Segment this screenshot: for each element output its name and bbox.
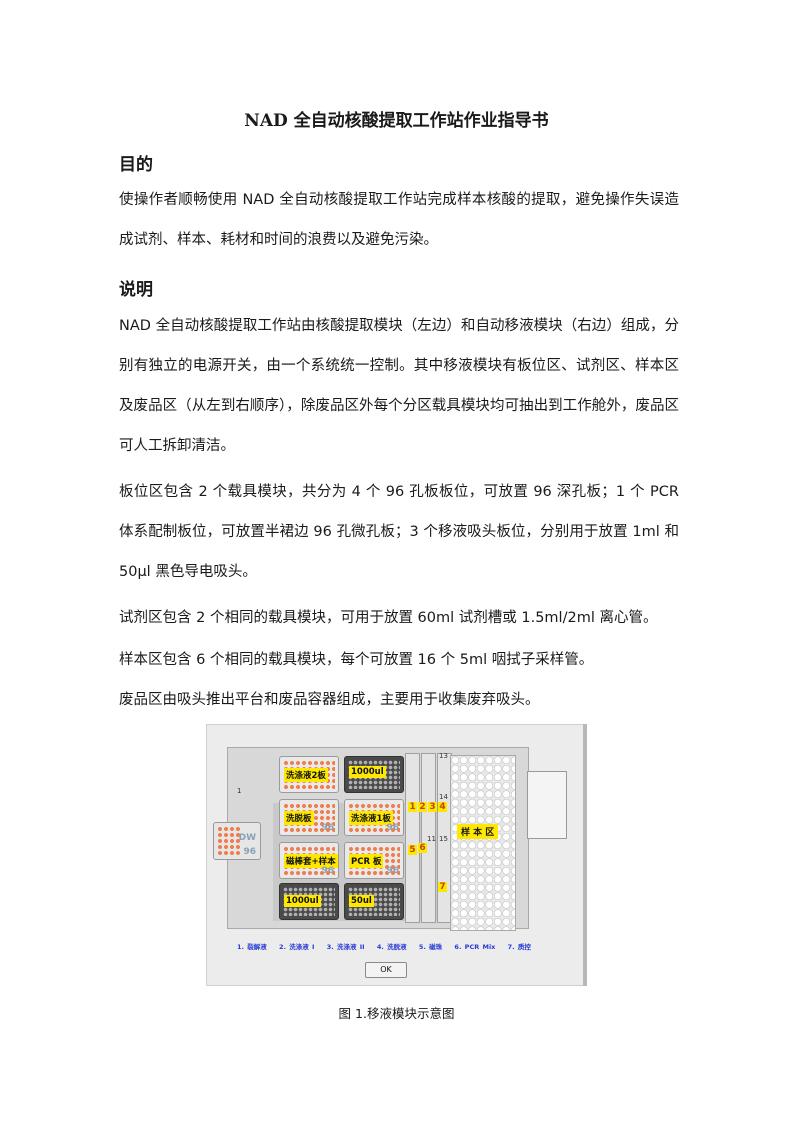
plate-tips-50: 50ul [344, 883, 404, 920]
pipetting-module-diagram: 1 DW 96 洗涤液2板 1000ul 洗脱板 96 洗涤液1板 96 磁棒套… [206, 724, 587, 986]
legend-item: 5. 磁珠 [418, 943, 443, 951]
side-dw-plate: DW 96 [213, 822, 261, 860]
plate-label: 1000ul [349, 766, 386, 778]
plate-label: PCR 板 [349, 854, 384, 868]
description-paragraph-5: 废品区由吸头推出平台和废品容器组成，主要用于收集废弃吸头。 [119, 692, 540, 708]
sample-area [450, 755, 516, 931]
reagent-number: 5 [408, 845, 417, 855]
side-plate-label: DW [238, 833, 256, 843]
slot-number: 13 [439, 752, 448, 760]
reagent-number: 4 [438, 802, 447, 812]
plate-elution: 洗脱板 96 [279, 799, 339, 836]
deck-number: 1 [237, 787, 242, 795]
slot-number: 15 [439, 835, 448, 843]
waste-area [527, 771, 567, 839]
plate-magrod-sample: 磁棒套+样本 96 [279, 842, 339, 879]
section-heading-purpose: 目的 [119, 155, 153, 175]
plate-label: 洗脱板 [284, 811, 314, 825]
reagent-number: 3 [428, 802, 437, 812]
plate-number: 96 [321, 866, 334, 876]
purpose-paragraph: 使操作者顺畅使用 NAD 全自动核酸提取工作站完成样本核酸的提取，避免操作失误造… [119, 192, 679, 248]
plate-number: 96 [321, 823, 334, 833]
document-title: NAD 全自动核酸提取工作站作业指导书 [244, 111, 549, 131]
side-plate-wells [217, 826, 242, 856]
slot-number: 14 [439, 793, 448, 801]
description-paragraph-1: NAD 全自动核酸提取工作站由核酸提取模块（左边）和自动移液模块（右边）组成，分… [119, 318, 679, 454]
reagent-number: 7 [438, 882, 447, 892]
description-paragraph-4: 样本区包含 6 个相同的载具模块，每个可放置 16 个 5ml 咽拭子采样管。 [119, 652, 594, 668]
plate-label: 1000ul [284, 895, 321, 907]
description-paragraph-3: 试剂区包含 2 个相同的载具模块，可用于放置 60ml 试剂槽或 1.5ml/2… [119, 610, 658, 626]
plate-label: 洗涤液1板 [349, 811, 393, 825]
plate-label: 50ul [349, 895, 374, 907]
plate-label: 磁棒套+样本 [284, 854, 338, 868]
plate-number: 96 [386, 866, 399, 876]
plate-tips-1000-b: 1000ul [279, 883, 339, 920]
plate-label: 洗涤液2板 [284, 768, 328, 782]
plate-wash1: 洗涤液1板 96 [344, 799, 404, 836]
legend-item: 2. 洗涤液 I [279, 943, 315, 951]
figure-frame-edge [583, 724, 587, 986]
legend-item: 7. 质控 [507, 943, 531, 951]
sample-area-label: 样 本 区 [457, 824, 499, 839]
ok-button[interactable]: OK [365, 962, 407, 978]
plate-number: 96 [386, 823, 399, 833]
legend-item: 1. 裂解液 [237, 943, 267, 951]
legend-item: 3. 洗涤液 II [326, 943, 365, 951]
legend-item: 6. PCR Mix [454, 943, 496, 951]
legend-item: 4. 洗脱液 [376, 943, 407, 951]
reagent-column-2 [421, 753, 436, 923]
side-plate-number: 96 [243, 847, 256, 857]
reagent-number: 6 [418, 843, 427, 853]
plate-tips-1000-a: 1000ul [344, 756, 404, 793]
reagent-legend: 1. 裂解液 2. 洗涤液 I 3. 洗涤液 II 4. 洗脱液 5. 磁珠 6… [237, 941, 540, 951]
reagent-number: 2 [418, 802, 427, 812]
figure-caption: 图 1.移液模块示意图 [338, 1006, 455, 1021]
description-paragraph-2: 板位区包含 2 个载具模块，共分为 4 个 96 孔板板位，可放置 96 深孔板… [119, 484, 679, 580]
section-heading-description: 说明 [119, 280, 153, 300]
slot-number: 11 [427, 835, 436, 843]
reagent-number: 1 [408, 802, 417, 812]
plate-wash2: 洗涤液2板 [279, 756, 339, 793]
reagent-column-1 [405, 753, 420, 923]
plate-pcr: PCR 板 96 [344, 842, 404, 879]
